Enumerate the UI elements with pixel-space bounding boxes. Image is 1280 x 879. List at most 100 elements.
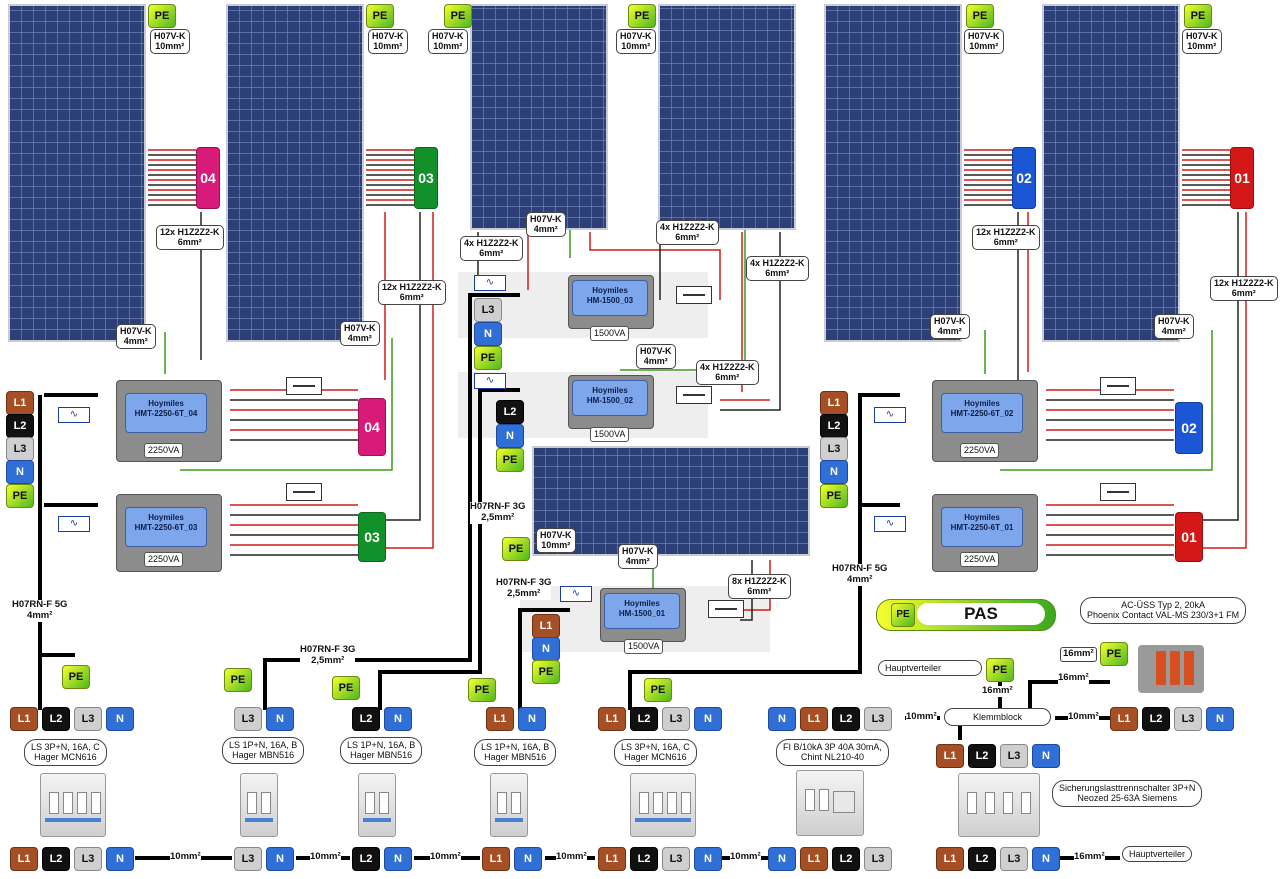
terminal-l1: L1 — [800, 707, 828, 731]
terminal-l3: L3 — [1174, 707, 1202, 731]
pe-terminal: PE — [820, 484, 848, 508]
pe-terminal: PE — [62, 665, 90, 689]
string-marker-01: 01 — [1230, 147, 1254, 209]
inverter-rating: 1500VA — [590, 326, 630, 341]
terminal-l3: L3 — [234, 847, 262, 871]
surge-protector-image[interactable] — [1138, 637, 1204, 701]
cable-label-h1z2z2-4x: 4x H1Z2Z2-K 6mm² — [746, 256, 809, 281]
cable-label-10mm: 10mm² — [730, 851, 761, 863]
monitor-icon — [1100, 483, 1136, 501]
cable-label-h07vk-4: H07V-K 4mm² — [1154, 314, 1194, 339]
cable-label-h1z2z2-12x: 12x H1Z2Z2-K 6mm² — [156, 225, 224, 250]
inverter-rating: 1500VA — [624, 639, 664, 654]
pe-terminal: PE — [966, 4, 994, 28]
terminal-n: N — [820, 460, 848, 484]
monitor-icon — [676, 286, 712, 304]
terminal-l3: L3 — [662, 707, 690, 731]
pas-label: PAS — [917, 603, 1045, 625]
ac-sine-icon: ∿ — [58, 516, 90, 532]
string-marker-02: 02 — [1012, 147, 1036, 209]
pe-terminal: PE — [1100, 642, 1128, 666]
terminal-n: N — [474, 322, 502, 346]
cable-label-h07rn-3g: H07RN-F 3G 2,5mm² — [300, 644, 356, 667]
terminal-l1: L1 — [800, 847, 828, 871]
rcd-image[interactable] — [796, 770, 864, 836]
cable-label-16mm: 16mm² — [1074, 851, 1105, 863]
pe-terminal: PE — [1184, 4, 1212, 28]
pas-equipotential-bar: PE PAS — [876, 599, 1056, 631]
terminal-l1: L1 — [10, 707, 38, 731]
terminal-n: N — [1032, 744, 1060, 768]
terminal-l2: L2 — [820, 414, 848, 438]
string-marker-03: 03 — [414, 147, 438, 209]
breaker-spec: LS 3P+N, 16A, C Hager MCN616 — [24, 739, 107, 766]
cable-label-h1z2z2-4x: 4x H1Z2Z2-K 6mm² — [460, 236, 523, 261]
fuse-switch-spec: Sicherungslasttrennschalter 3P+N Neozed … — [1052, 780, 1203, 807]
inverter-rating: 2250VA — [144, 552, 184, 567]
terminal-l3: L3 — [864, 847, 892, 871]
ac-sine-icon: ∿ — [560, 586, 592, 602]
monitor-icon — [676, 386, 712, 404]
terminal-l3: L3 — [1000, 744, 1028, 768]
terminal-l1: L1 — [532, 614, 560, 638]
string-marker-03: 03 — [358, 512, 386, 562]
monitor-icon — [708, 600, 744, 618]
terminal-n: N — [768, 847, 796, 871]
pe-terminal: PE — [644, 678, 672, 702]
terminal-l3: L3 — [474, 298, 502, 322]
inverter-model: HM-1500_03 — [586, 296, 634, 305]
cable-label-h1z2z2-4x: 4x H1Z2Z2-K 6mm² — [656, 220, 719, 245]
terminal-l1: L1 — [936, 847, 964, 871]
pe-terminal: PE — [6, 484, 34, 508]
breaker-4pole-image[interactable] — [40, 773, 106, 837]
terminal-l3: L3 — [6, 437, 34, 461]
inverter-model: HMT-2250-6T_03 — [134, 523, 198, 532]
inverter-brand: Hoymiles — [592, 386, 628, 395]
cable-label-h07rn-3g: H07RN-F 3G 2,5mm² — [496, 577, 552, 600]
terminal-l1: L1 — [598, 707, 626, 731]
terminal-l2: L2 — [6, 414, 34, 438]
string-marker-02: 02 — [1175, 402, 1203, 454]
ac-sine-icon: ∿ — [874, 516, 906, 532]
inverter-rating: 2250VA — [960, 552, 1000, 567]
cable-label-h07rn-5g: H07RN-F 5G 4mm² — [832, 563, 888, 586]
cable-label-h07vk-10: H07V-K 10mm² — [368, 29, 408, 54]
cable-label-h07rn-3g: H07RN-F 3G 2,5mm² — [470, 501, 526, 524]
terminal-n: N — [518, 707, 546, 731]
cable-label-16mm: 16mm² — [1060, 647, 1097, 662]
cable-label-h07rn-5g: H07RN-F 5G 4mm² — [12, 599, 68, 622]
solar-array-04 — [8, 4, 146, 342]
breaker-2pole-image[interactable] — [490, 773, 528, 837]
inverter-brand: Hoymiles — [592, 286, 628, 295]
terminal-n: N — [6, 460, 34, 484]
terminal-l2: L2 — [496, 400, 524, 424]
pe-terminal: PE — [148, 4, 176, 28]
cable-label-h07vk-4: H07V-K 4mm² — [340, 321, 380, 346]
inverter-rating: 2250VA — [144, 443, 184, 458]
breaker-2pole-image[interactable] — [240, 773, 278, 837]
terminal-n: N — [106, 707, 134, 731]
inverter-model: HMT-2250-6T_02 — [950, 409, 1014, 418]
terminal-l1: L1 — [598, 847, 626, 871]
hauptverteiler-label: Hauptverteiler — [1122, 846, 1193, 863]
pe-terminal: PE — [628, 4, 656, 28]
fuse-switch-image[interactable] — [958, 773, 1040, 837]
terminal-l3: L3 — [234, 707, 262, 731]
terminal-n: N — [266, 707, 294, 731]
cable-label-h07vk-4: H07V-K 4mm² — [930, 314, 970, 339]
terminal-n: N — [768, 707, 796, 731]
breaker-2pole-image[interactable] — [358, 773, 396, 837]
terminal-l2: L2 — [42, 847, 70, 871]
rcd-spec: FI B/10kA 3P 40A 30mA, Chint NL210-40 — [776, 739, 889, 766]
breaker-4pole-image[interactable] — [630, 773, 696, 837]
terminal-n: N — [496, 424, 524, 448]
pe-terminal: PE — [986, 658, 1014, 682]
pe-terminal: PE — [224, 668, 252, 692]
cable-label-h07vk-4: H07V-K 4mm² — [526, 212, 566, 237]
terminal-l2: L2 — [968, 744, 996, 768]
solar-array-mini-02 — [658, 4, 796, 230]
terminal-l3: L3 — [820, 437, 848, 461]
